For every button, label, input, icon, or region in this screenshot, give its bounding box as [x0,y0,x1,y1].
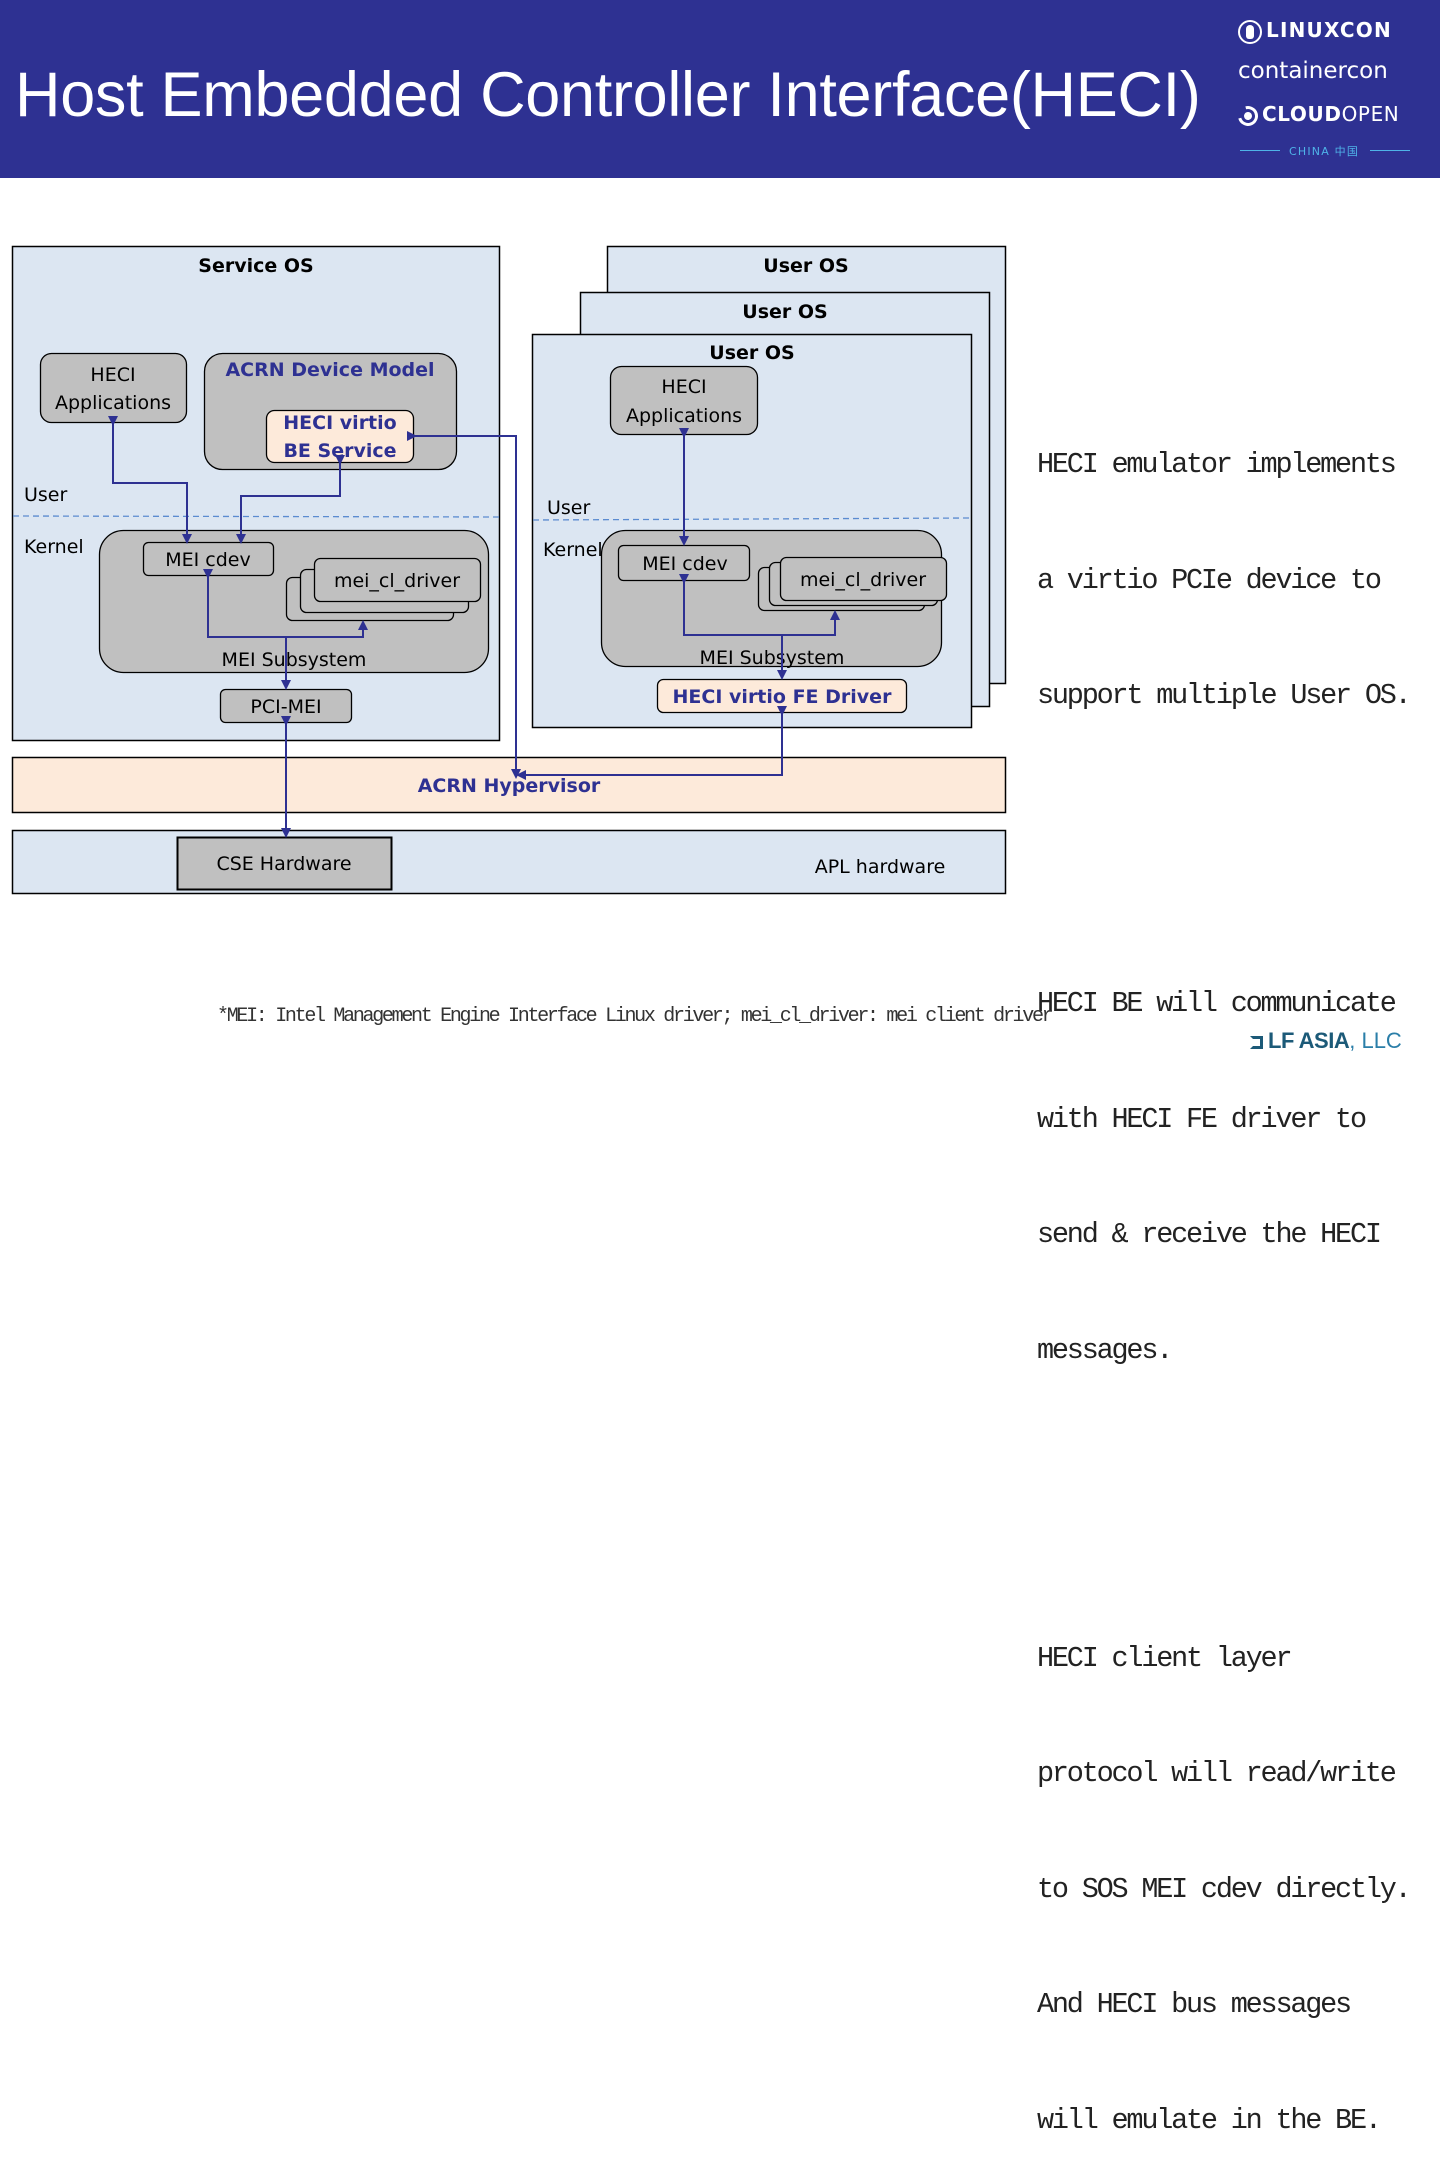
uos-kernel-label: Kernel [543,539,603,561]
uos-heci-apps-line2: Applications [626,405,742,427]
sos-heci-apps-line2: Applications [55,392,171,414]
cse-hardware-label: CSE Hardware [216,853,351,875]
uos-mei-subsystem-label: MEI Subsystem [700,647,845,669]
service-os-user-label: User [24,484,67,506]
uos-mei-cdev-label: MEI cdev [642,553,727,575]
note-line: a virtio PCIe device to [1037,562,1437,601]
note-line: And HECI bus messages [1037,1986,1437,2025]
service-os-kernel-label: Kernel [24,536,84,558]
note-line: HECI emulator implements [1037,446,1437,485]
acrn-hypervisor-label: ACRN Hypervisor [418,775,601,797]
user-os-stack: User OS User OS User OS HECI Application… [533,247,1006,728]
note-line: protocol will read/write [1037,1755,1437,1794]
user-os-back-1-title: User OS [742,301,827,323]
sos-mei-cdev-label: MEI cdev [165,549,250,571]
lf-bracket-icon [1250,1036,1263,1049]
sos-heci-applications: HECI Applications [41,354,187,423]
sos-mei-subsystem-label: MEI Subsystem [222,649,367,671]
apl-hardware: CSE Hardware APL hardware [13,831,1006,894]
user-os-front-title: User OS [709,342,794,364]
uos-mei-cl-driver-label: mei_cl_driver [800,569,926,591]
footnote: *MEI: Intel Management Engine Interface … [217,1005,1051,1028]
pci-mei-label: PCI-MEI [250,696,321,718]
apl-hardware-label: APL hardware [815,856,946,878]
note-paragraph: HECI emulator implements a virtio PCIe d… [1037,369,1437,793]
service-os-title: Service OS [198,255,313,277]
sos-mei-subsystem: MEI Subsystem MEI cdev mei_cl_driver [100,531,489,673]
uos-user-label: User [547,497,590,519]
explanation-notes: HECI emulator implements a virtio PCIe d… [1037,292,1437,2160]
note-paragraph: HECI client layer protocol will read/wri… [1037,1563,1437,2160]
note-line: HECI client layer [1037,1640,1437,1679]
acrn-device-model: ACRN Device Model HECI virtio BE Service [205,354,457,470]
be-service-line1: HECI virtio [283,412,396,434]
note-line: with HECI FE driver to [1037,1101,1437,1140]
note-line: HECI BE will communicate [1037,985,1437,1024]
user-os-back-2-title: User OS [763,255,848,277]
device-model-title: ACRN Device Model [225,359,434,381]
note-line: support multiple User OS. [1037,677,1437,716]
uos-heci-apps-line1: HECI [661,376,706,398]
lf-asia-bold: LF ASIA [1268,1028,1349,1053]
be-service-line2: BE Service [283,440,396,462]
heci-fe-driver-label: HECI virtio FE Driver [673,686,893,708]
note-paragraph: HECI BE will communicate with HECI FE dr… [1037,908,1437,1447]
note-line: messages. [1037,1332,1437,1371]
note-line: will emulate in the BE. [1037,2102,1437,2141]
lf-asia-light: , LLC [1349,1028,1402,1053]
pci-mei: PCI-MEI [221,690,352,723]
note-line: to SOS MEI cdev directly. [1037,1871,1437,1910]
sos-heci-apps-line1: HECI [90,364,135,386]
lf-asia-logo: LF ASIA, LLC [1250,1028,1402,1054]
acrn-hypervisor: ACRN Hypervisor [13,758,1006,813]
note-line: send & receive the HECI [1037,1216,1437,1255]
service-os: Service OS User Kernel HECI Applications… [13,247,500,741]
sos-mei-cl-driver-label: mei_cl_driver [334,570,460,592]
